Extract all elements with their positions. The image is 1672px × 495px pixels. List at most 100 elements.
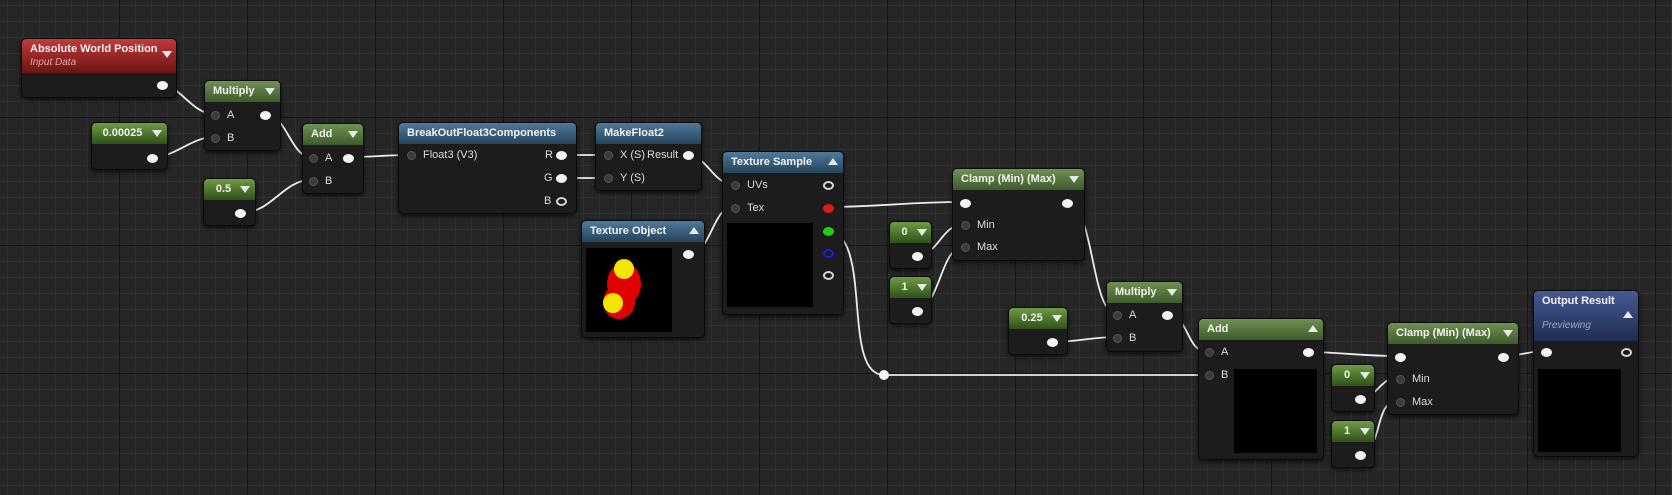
output-pin[interactable] <box>1162 311 1173 320</box>
node-header[interactable]: BreakOutFloat3Components <box>399 123 576 144</box>
node-header[interactable]: Clamp (Min) (Max) <box>953 169 1084 190</box>
input-pin-a[interactable] <box>1205 348 1214 357</box>
node-header[interactable]: 0.25 <box>1009 308 1067 329</box>
collapse-arrow-icon[interactable] <box>1052 315 1062 322</box>
output-pin[interactable] <box>343 154 354 163</box>
output-pin-b[interactable] <box>823 249 834 258</box>
output-pin-b[interactable] <box>556 197 567 206</box>
output-pin-rgb[interactable] <box>823 181 834 190</box>
constant-node-0.5[interactable]: 0.5 <box>203 178 256 226</box>
output-pin[interactable] <box>912 252 923 261</box>
node-header[interactable]: Add <box>303 124 363 145</box>
add-node-2[interactable]: Add A B <box>1198 318 1324 460</box>
output-result-node[interactable]: Output Result Previewing <box>1533 290 1639 457</box>
input-pin-a[interactable] <box>309 154 318 163</box>
collapse-arrow-icon[interactable] <box>917 284 927 291</box>
node-header[interactable]: 0 <box>1332 365 1374 386</box>
add-node-1[interactable]: Add A B <box>302 123 364 194</box>
input-pin-a[interactable] <box>211 111 220 120</box>
collapse-arrow-icon[interactable] <box>240 186 250 193</box>
output-pin[interactable] <box>1062 199 1073 208</box>
input-pin-b[interactable] <box>1205 371 1214 380</box>
multiply-node-1[interactable]: Multiply A B <box>204 80 281 151</box>
expand-arrow-icon[interactable] <box>689 227 699 234</box>
node-header[interactable]: 0 <box>890 222 931 243</box>
output-pin[interactable] <box>1047 338 1058 347</box>
output-pin[interactable] <box>1355 395 1366 404</box>
input-pin-min[interactable] <box>1396 375 1405 384</box>
clamp-node-1[interactable]: Clamp (Min) (Max) Min Max <box>952 168 1085 261</box>
output-pin-g[interactable] <box>823 227 834 236</box>
input-pin-b[interactable] <box>309 177 318 186</box>
input-pin-value[interactable] <box>960 199 971 208</box>
constant-node-0.25[interactable]: 0.25 <box>1008 307 1068 355</box>
constant-node-1-b[interactable]: 1 <box>1331 420 1375 468</box>
input-pin-a[interactable] <box>1113 311 1122 320</box>
breakout-float3-node[interactable]: BreakOutFloat3Components Float3 (V3) R G… <box>398 122 577 214</box>
node-header[interactable]: 1 <box>890 277 931 298</box>
output-pin[interactable] <box>1621 348 1632 357</box>
node-header[interactable]: Texture Sample <box>723 152 843 173</box>
node-header[interactable]: 0.5 <box>204 179 255 200</box>
output-pin[interactable] <box>235 209 246 218</box>
constant-node-0-a[interactable]: 0 <box>889 221 932 269</box>
input-pin-b[interactable] <box>1113 334 1122 343</box>
output-pin[interactable] <box>1303 348 1314 357</box>
output-pin[interactable] <box>912 307 923 316</box>
collapse-arrow-icon[interactable] <box>265 88 275 95</box>
collapse-arrow-icon[interactable] <box>1503 330 1513 337</box>
input-pin-x[interactable] <box>604 151 613 160</box>
node-header[interactable]: 1 <box>1332 421 1374 442</box>
collapse-arrow-icon[interactable] <box>348 131 358 138</box>
output-pin-a[interactable] <box>823 271 834 280</box>
collapse-arrow-icon[interactable] <box>1360 428 1370 435</box>
clamp-node-2[interactable]: Clamp (Min) (Max) Min Max <box>1387 322 1519 415</box>
input-pin-max[interactable] <box>961 243 970 252</box>
makefloat2-node[interactable]: MakeFloat2 X (S) Result Y (S) <box>595 122 702 191</box>
node-header[interactable]: Absolute World Position Input Data <box>22 39 176 73</box>
collapse-arrow-icon[interactable] <box>1360 372 1370 379</box>
node-header[interactable]: Add <box>1199 319 1323 340</box>
output-pin[interactable] <box>1498 353 1509 362</box>
node-header[interactable]: Clamp (Min) (Max) <box>1388 323 1518 344</box>
collapse-arrow-icon[interactable] <box>162 51 172 58</box>
input-pin-uvs[interactable] <box>731 181 740 190</box>
constant-node-0.00025[interactable]: 0.00025 <box>91 122 168 170</box>
texture-object-node[interactable]: Texture Object <box>581 220 705 338</box>
input-pin[interactable] <box>1541 348 1552 357</box>
output-pin-result[interactable] <box>683 151 694 160</box>
expand-arrow-icon[interactable] <box>1623 311 1633 318</box>
output-pin[interactable] <box>147 154 158 163</box>
node-header[interactable]: Multiply <box>205 81 280 102</box>
input-pin-float3[interactable] <box>407 151 416 160</box>
collapse-arrow-icon[interactable] <box>1167 289 1177 296</box>
input-pin-max[interactable] <box>1396 398 1405 407</box>
node-header[interactable]: Multiply <box>1107 282 1182 303</box>
absolute-world-position-node[interactable]: Absolute World Position Input Data <box>21 38 177 98</box>
node-header[interactable]: MakeFloat2 <box>596 123 701 144</box>
multiply-node-2[interactable]: Multiply A B <box>1106 281 1183 352</box>
expand-arrow-icon[interactable] <box>828 158 838 165</box>
node-header[interactable]: 0.00025 <box>92 123 167 144</box>
collapse-arrow-icon[interactable] <box>1069 176 1079 183</box>
output-pin[interactable] <box>1355 451 1366 460</box>
input-pin-value[interactable] <box>1395 353 1406 362</box>
output-pin[interactable] <box>260 111 271 120</box>
constant-node-0-b[interactable]: 0 <box>1331 364 1375 412</box>
output-pin[interactable] <box>683 250 694 259</box>
output-pin-r[interactable] <box>823 204 834 213</box>
collapse-arrow-icon[interactable] <box>917 229 927 236</box>
node-header[interactable]: Output Result Previewing <box>1534 291 1638 341</box>
input-pin-tex[interactable] <box>731 204 740 213</box>
expand-arrow-icon[interactable] <box>1308 325 1318 332</box>
input-pin-b[interactable] <box>211 134 220 143</box>
constant-node-1-a[interactable]: 1 <box>889 276 932 324</box>
collapse-arrow-icon[interactable] <box>152 130 162 137</box>
output-pin-r[interactable] <box>556 151 567 160</box>
output-pin[interactable] <box>157 81 168 90</box>
node-header[interactable]: Texture Object <box>582 221 704 242</box>
texture-sample-node[interactable]: Texture Sample UVs Tex <box>722 151 844 315</box>
input-pin-y[interactable] <box>604 174 613 183</box>
output-pin-g[interactable] <box>556 174 567 183</box>
